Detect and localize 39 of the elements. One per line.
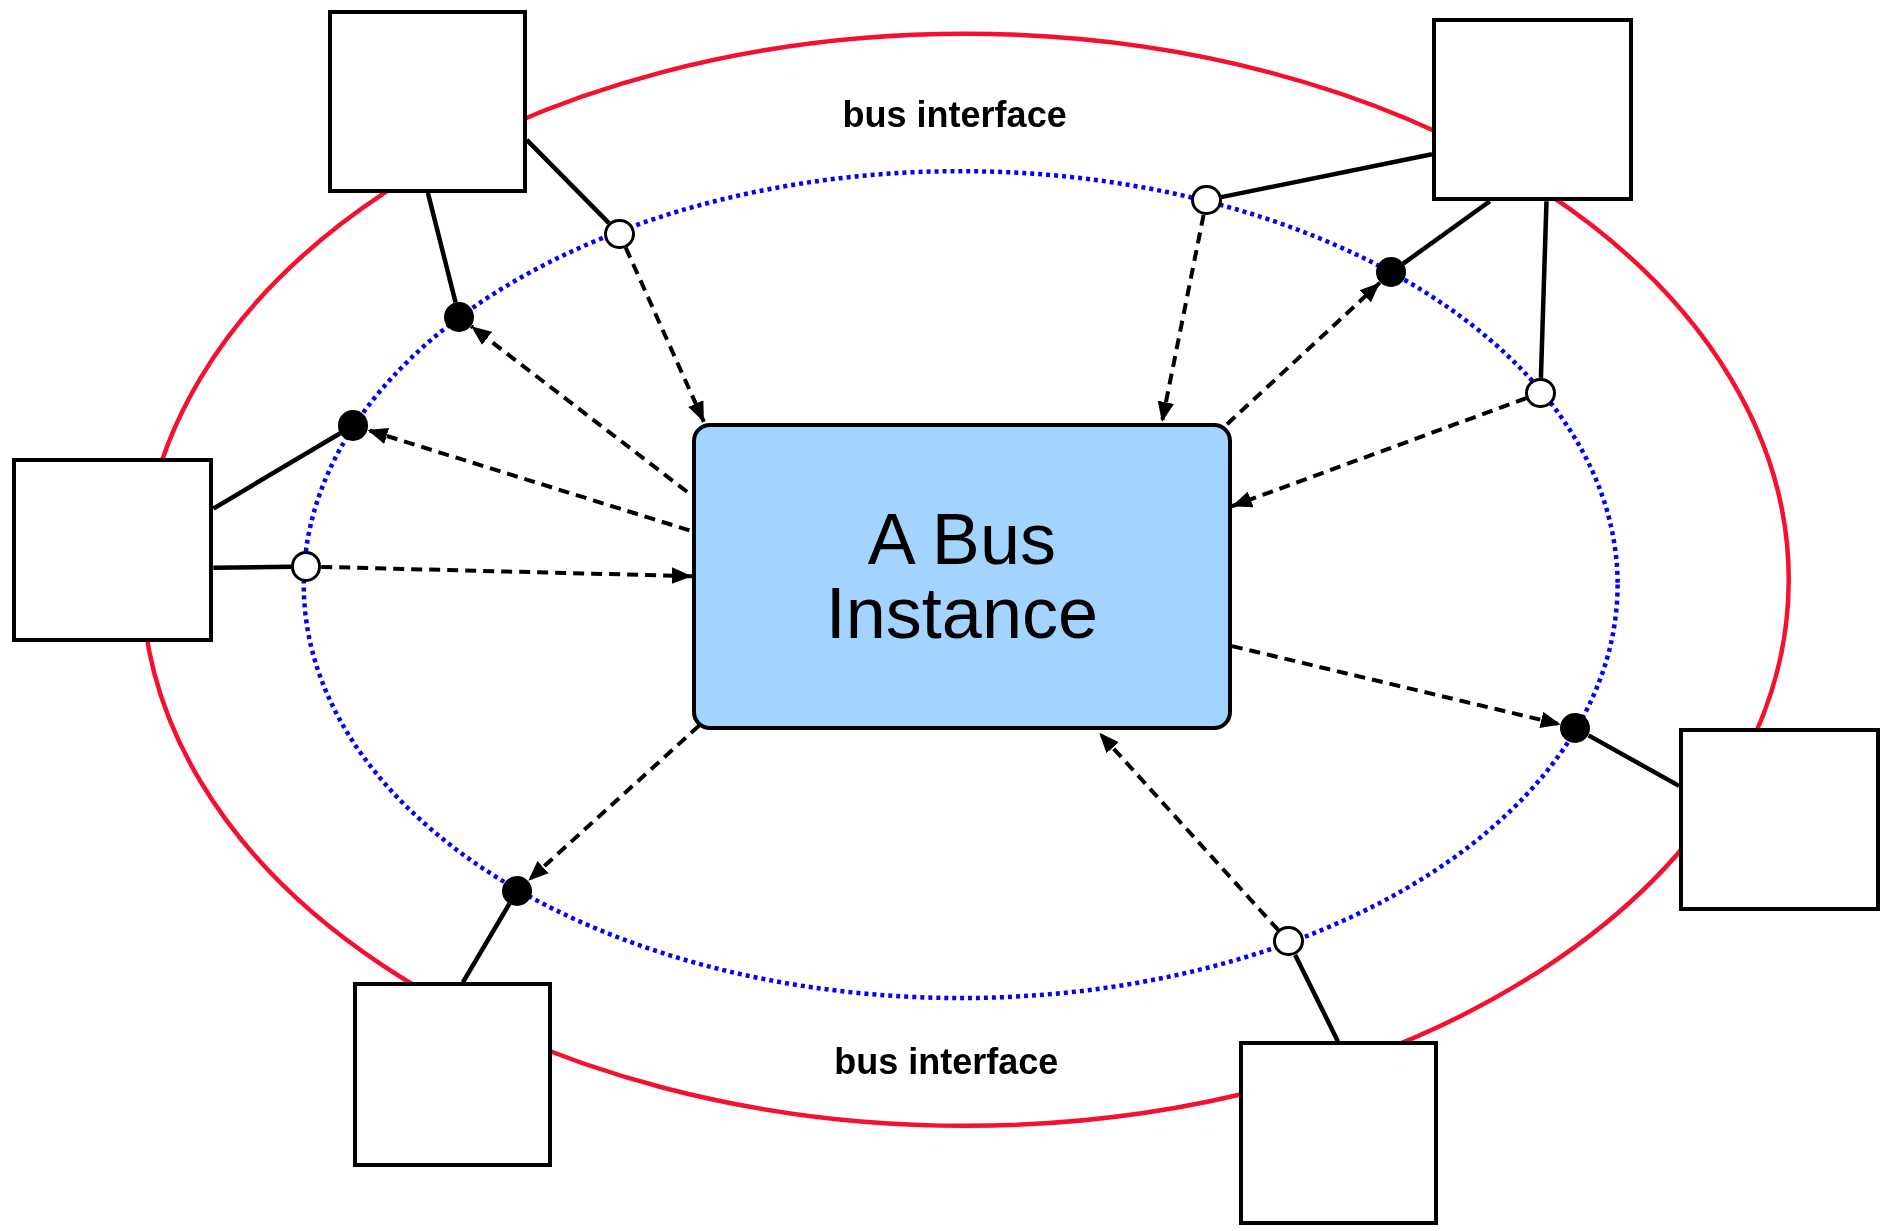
dashed-arrow: [1231, 396, 1527, 509]
interface-label: bus interface: [834, 1040, 1059, 1083]
dashed-arrow: [366, 427, 691, 533]
connector-line: [1401, 199, 1492, 266]
dashed-arrow: [321, 564, 692, 584]
connector-line: [425, 192, 458, 303]
connector-line: [1220, 152, 1433, 200]
connector-line: [1293, 953, 1340, 1043]
dashed-arrow: [1097, 731, 1280, 932]
port-dot: [502, 875, 533, 906]
component-box: [353, 982, 553, 1167]
component-box: [1431, 18, 1634, 202]
dashed-arrow: [526, 724, 701, 883]
bus-instance-box: A Bus Instance: [691, 423, 1232, 731]
connector-line: [212, 431, 342, 511]
component-box: [12, 458, 214, 643]
port-dot: [1560, 712, 1591, 744]
port-dot: [444, 301, 475, 333]
connector-line: [1587, 733, 1681, 788]
dashed-arrow: [1225, 281, 1382, 426]
dashed-arrow: [1231, 644, 1562, 728]
port-circle: [1191, 185, 1222, 216]
port-circle: [1525, 377, 1556, 408]
port-dot: [1375, 257, 1407, 288]
connector-line: [460, 902, 512, 984]
component-box: [1679, 728, 1881, 912]
connector-line: [213, 564, 292, 570]
port-dot: [338, 410, 369, 441]
dashed-arrow: [1157, 214, 1206, 423]
connector-line: [525, 138, 611, 225]
interface-label: bus interface: [842, 93, 1067, 136]
component-box: [327, 9, 527, 193]
port-circle: [604, 218, 635, 249]
dashed-arrow: [623, 246, 706, 423]
port-circle: [291, 551, 322, 582]
component-box: [1239, 1041, 1438, 1225]
port-circle: [1273, 926, 1304, 957]
connector-line: [1538, 201, 1549, 378]
dashed-arrow: [470, 324, 689, 494]
